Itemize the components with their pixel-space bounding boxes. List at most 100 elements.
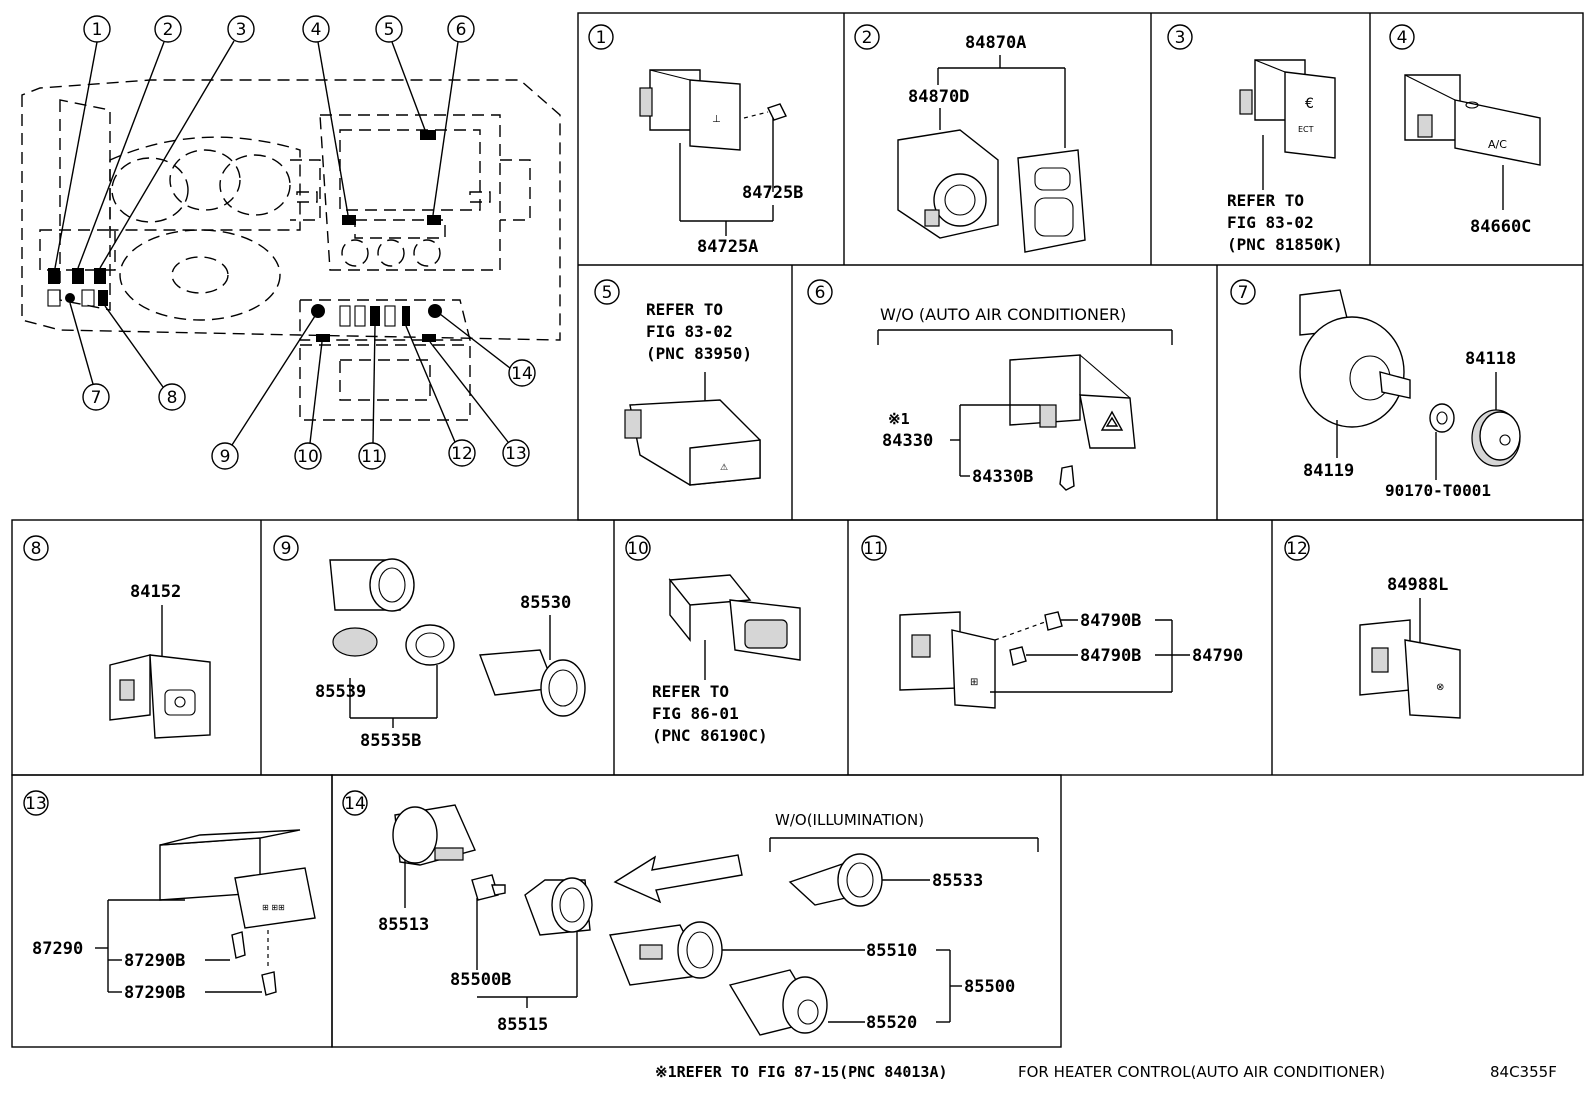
bulb-shape-b	[261, 971, 277, 996]
cap-shape	[405, 624, 455, 666]
svg-text:8: 8	[167, 388, 178, 408]
overview-callout-3: 3	[99, 15, 255, 269]
dashboard-overview	[21, 79, 561, 421]
panel-8: 8 84152	[23, 535, 211, 739]
refer-label-line3: (PNC 81850K)	[1227, 235, 1343, 254]
svg-text:10: 10	[297, 447, 319, 467]
label-84119: 84119	[1303, 461, 1354, 481]
overview-callout-11: 11	[358, 325, 386, 470]
svg-text:12: 12	[1286, 539, 1308, 559]
bulb-shape-b	[1009, 646, 1027, 666]
label-84870A: 84870A	[965, 33, 1026, 53]
label-87290B-a: 87290B	[124, 951, 185, 971]
refer-label-line2: FIG 83-02	[646, 322, 733, 341]
label-84725A: 84725A	[697, 237, 758, 257]
overview-callout-6: 6	[432, 15, 475, 216]
panel-10: 10 REFER TO FIG 86-01 (PNC 86190C)	[625, 535, 801, 745]
label-85500: 85500	[964, 977, 1015, 997]
footer: ※1REFER TO FIG 87-15(PNC 84013A) FOR HEA…	[655, 1063, 1557, 1081]
overview-callout-5: 5	[375, 15, 426, 131]
panel-7: 7 84118 84119 90170-T0001	[1230, 279, 1521, 500]
bulb-shape-a	[231, 931, 246, 959]
svg-text:€: €	[1305, 96, 1314, 112]
panel-12: 12 84988L ⊗	[1284, 535, 1461, 719]
footer-note-2: FOR HEATER CONTROL(AUTO AIR CONDITIONER)	[1018, 1063, 1385, 1081]
svg-text:11: 11	[863, 539, 885, 559]
svg-text:14: 14	[511, 364, 533, 384]
socket-shape	[329, 558, 415, 612]
ring-85533-shape	[788, 853, 883, 907]
refer-label-line2: FIG 86-01	[652, 704, 739, 723]
condition-label: W/O(ILLUMINATION)	[775, 811, 924, 829]
label-84330: 84330	[882, 431, 933, 451]
overview-callout-2: 2	[77, 15, 182, 269]
svg-text:14: 14	[344, 794, 366, 814]
label-87290: 87290	[32, 939, 83, 959]
ring-85515-shape	[524, 877, 593, 936]
overview-callout-7: 7	[69, 302, 110, 411]
svg-text:⊞ ⊞⊞: ⊞ ⊞⊞	[262, 903, 285, 912]
svg-text:9: 9	[281, 539, 292, 559]
svg-text:2: 2	[862, 28, 873, 48]
overview-callout-8: 8	[104, 305, 186, 411]
overview-callout-10: 10	[294, 341, 323, 470]
bulb-85500B-shape	[471, 874, 506, 901]
label-84330B: 84330B	[972, 467, 1033, 487]
svg-text:3: 3	[1175, 28, 1186, 48]
refer-label-line1: REFER TO	[652, 682, 729, 701]
note-mark: ※1	[888, 410, 910, 428]
socket-85510-shape	[609, 921, 723, 986]
bulb-84725B-shape	[743, 103, 787, 121]
svg-text:5: 5	[384, 20, 395, 40]
svg-text:10: 10	[627, 539, 649, 559]
svg-text:7: 7	[1238, 283, 1249, 303]
overview-callout-13: 13	[429, 341, 530, 467]
svg-text:11: 11	[361, 447, 383, 467]
label-85535B: 85535B	[360, 731, 421, 751]
label-84660C: 84660C	[1470, 217, 1531, 237]
refer-label-line3: (PNC 86190C)	[652, 726, 768, 745]
footer-note: ※1REFER TO FIG 87-15(PNC 84013A)	[655, 1063, 948, 1081]
label-87290B-b: 87290B	[124, 983, 185, 1003]
mirror-switch-shape	[897, 129, 999, 239]
svg-text:13: 13	[505, 444, 527, 464]
label-85539: 85539	[315, 682, 366, 702]
overview-callout-4: 4	[302, 15, 349, 216]
refer-label-line2: FIG 83-02	[1227, 213, 1314, 232]
nut-shape	[1429, 403, 1455, 433]
ect-icon-text: ECT	[1298, 125, 1314, 134]
panel-5: 5 REFER TO FIG 83-02 (PNC 83950) ⚠	[594, 279, 761, 486]
refer-label-line1: REFER TO	[1227, 191, 1304, 210]
refer-label-line3: (PNC 83950)	[646, 344, 752, 363]
overview-callout-12: 12	[405, 325, 476, 467]
label-85533: 85533	[932, 871, 983, 891]
ect-switch-shape: € ECT	[1239, 59, 1336, 159]
label-84988L: 84988L	[1387, 575, 1448, 595]
rheostat-shape	[1299, 289, 1411, 428]
switch-shape: ⊞ ⊞⊞	[159, 829, 316, 929]
gasket-shape	[332, 627, 378, 657]
label-85520: 85520	[866, 1013, 917, 1033]
svg-text:7: 7	[91, 388, 102, 408]
bezel-shape	[1017, 149, 1086, 253]
knob-shape	[1471, 409, 1521, 467]
label-85510: 85510	[866, 941, 917, 961]
svg-text:1: 1	[92, 20, 103, 40]
hazard-switch-shape	[1009, 354, 1136, 449]
overview-callout-1: 1	[54, 15, 111, 269]
panel-grid	[11, 12, 1584, 1048]
condition-label: W/O (AUTO AIR CONDITIONER)	[880, 305, 1126, 324]
arrow-shape	[613, 854, 743, 904]
holder-85513-shape	[392, 804, 476, 866]
svg-text:6: 6	[456, 20, 467, 40]
ac-icon-text: A/C	[1488, 138, 1507, 151]
panel-6: 6 W/O (AUTO AIR CONDITIONER) ※1 84330 84…	[807, 279, 1173, 491]
switch-shape	[109, 654, 211, 739]
label-84790B-b: 84790B	[1080, 646, 1141, 666]
figure-code: 84C355F	[1490, 1063, 1557, 1081]
bulb-shape-a	[1044, 611, 1063, 631]
label-90170-T0001: 90170-T0001	[1385, 481, 1491, 500]
svg-text:6: 6	[815, 283, 826, 303]
label-85530: 85530	[520, 593, 571, 613]
